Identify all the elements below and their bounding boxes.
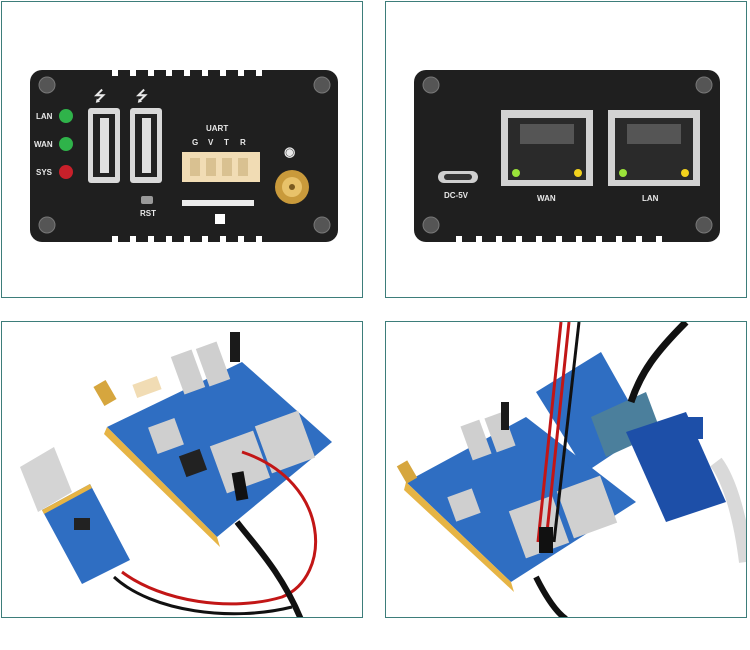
panel-back-view: DC-5V WAN LAN	[385, 1, 747, 298]
wifi-icon: ◉	[284, 144, 296, 159]
uart-label: UART	[206, 124, 229, 133]
board-with-usb-adapter-photo	[20, 332, 332, 617]
uart-pin-g: G	[192, 138, 199, 147]
panel-board-usb-serial	[1, 321, 363, 618]
back-case-illustration	[414, 70, 720, 242]
rst-label: RST	[140, 209, 156, 218]
board-with-vga-cable-photo	[396, 322, 746, 617]
uart-pin-r: R	[240, 138, 246, 147]
usb-icon: ⭍	[136, 88, 148, 104]
panel-front-view: LAN WAN SYS ⭍ ⭍ UART G V T R RST ◉	[1, 1, 363, 298]
panel-board-serial-vga	[385, 321, 747, 618]
usb-icon: ⭍	[94, 88, 106, 104]
uart-pin-t: T	[224, 138, 229, 147]
uart-pin-v: V	[208, 138, 214, 147]
front-case-illustration	[30, 70, 338, 242]
dc-5v-label: DC-5V	[444, 191, 469, 200]
lan-port-label: LAN	[642, 194, 659, 203]
led-label-sys: SYS	[36, 168, 53, 177]
wan-port-label: WAN	[537, 194, 556, 203]
led-label-wan: WAN	[34, 140, 53, 149]
led-label-lan: LAN	[36, 112, 53, 121]
